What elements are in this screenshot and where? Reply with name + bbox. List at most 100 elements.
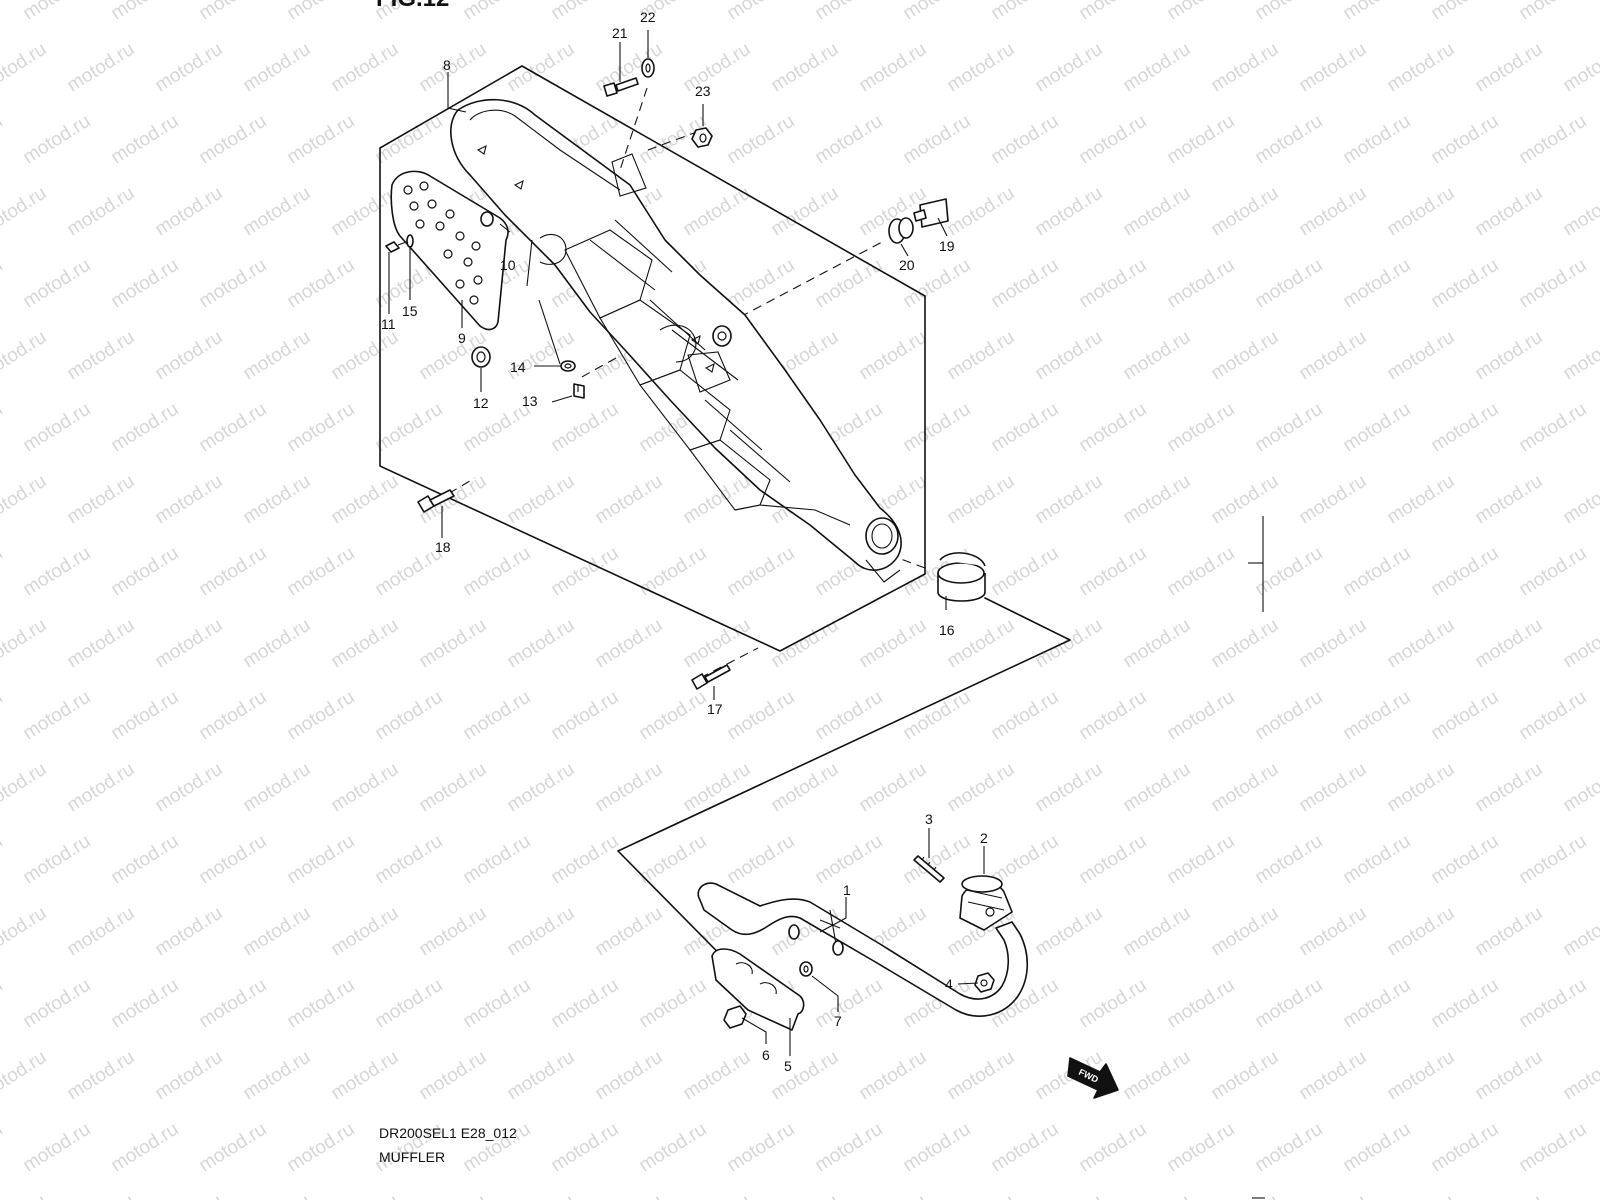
watermark-text: motod.ru xyxy=(1252,111,1327,169)
callout-9: 9 xyxy=(458,330,466,346)
watermark-text: motod.ru xyxy=(196,255,271,313)
watermark-text: motod.ru xyxy=(328,903,403,961)
watermark-text: motod.ru xyxy=(1384,615,1459,673)
watermark-text: motod.ru xyxy=(1384,1191,1459,1200)
watermark-text: motod.ru xyxy=(724,1119,799,1177)
watermark-text: motod.ru xyxy=(812,687,887,745)
watermark-text: motod.ru xyxy=(1208,1047,1283,1105)
watermark-text: motod.ru xyxy=(1472,327,1547,385)
watermark-text: motod.ru xyxy=(1076,399,1151,457)
bolt-17 xyxy=(691,664,731,690)
watermark-text: motod.ru xyxy=(856,759,931,817)
watermark-text: motod.ru xyxy=(240,327,315,385)
watermark-text: motod.ru xyxy=(64,1191,139,1200)
watermark-text: motod.ru xyxy=(548,0,623,24)
watermark-text: motod.ru xyxy=(284,543,359,601)
watermark-text: motod.ru xyxy=(900,0,975,24)
watermark-text: motod.ru xyxy=(240,39,315,97)
watermark-text: motod.ru xyxy=(988,687,1063,745)
watermark-text: motod.ru xyxy=(724,687,799,745)
callout-7: 7 xyxy=(834,1013,842,1029)
watermark-text: motod.ru xyxy=(1032,183,1107,241)
watermark-text: motod.ru xyxy=(988,543,1063,601)
watermark-text: motod.ru xyxy=(1472,759,1547,817)
grommet-12 xyxy=(471,346,491,368)
watermark-text: motod.ru xyxy=(1076,1119,1151,1177)
watermark-text: motod.ru xyxy=(0,327,50,385)
watermark-text: motod.ru xyxy=(1384,183,1459,241)
watermark-text: motod.ru xyxy=(416,1191,491,1200)
watermark-text: motod.ru xyxy=(768,183,843,241)
watermark-text: motod.ru xyxy=(1032,39,1107,97)
watermark-text: motod.ru xyxy=(1296,1191,1371,1200)
watermark-text: motod.ru xyxy=(1252,255,1327,313)
callout-leaders xyxy=(388,30,985,1056)
watermark-text: motod.ru xyxy=(284,399,359,457)
watermark-text: motod.ru xyxy=(372,831,447,889)
watermark-text: motod.ru xyxy=(1472,39,1547,97)
bolt-18 xyxy=(417,489,455,513)
watermark-text: motod.ru xyxy=(1032,759,1107,817)
callout-4: 4 xyxy=(945,976,953,992)
watermark-text: motod.ru xyxy=(1428,687,1503,745)
watermark-text: motod.ru xyxy=(0,39,50,97)
watermark-text: motod.ru xyxy=(1384,759,1459,817)
grommet-20 xyxy=(888,217,914,244)
watermark-text: motod.ru xyxy=(724,0,799,24)
watermark-text: motod.ru xyxy=(1560,759,1600,817)
watermark-text: motod.ru xyxy=(1472,471,1547,529)
bolt-6 xyxy=(723,1005,747,1029)
watermark-text: motod.ru xyxy=(416,39,491,97)
watermark-text: motod.ru xyxy=(1120,759,1195,817)
watermark-text: motod.ru xyxy=(196,687,271,745)
watermark-text: motod.ru xyxy=(1428,831,1503,889)
watermark-text: motod.ru xyxy=(548,399,623,457)
watermark-text: motod.ru xyxy=(196,111,271,169)
watermark-text: motod.ru xyxy=(900,687,975,745)
watermark-text: motod.ru xyxy=(1560,1191,1600,1200)
watermark-text: motod.ru xyxy=(680,39,755,97)
watermark-text: motod.ru xyxy=(900,399,975,457)
watermark-text: motod.ru xyxy=(592,615,667,673)
watermark-text: motod.ru xyxy=(1076,0,1151,24)
watermark-text: motod.ru xyxy=(1560,615,1600,673)
stud-3 xyxy=(913,855,945,883)
watermark-text: motod.ru xyxy=(1516,399,1591,457)
watermark-text: motod.ru xyxy=(1296,39,1371,97)
watermark-text: motod.ru xyxy=(1472,1191,1547,1200)
watermark-text: motod.ru xyxy=(812,1119,887,1177)
section-name-caption: MUFFLER xyxy=(379,1149,445,1165)
watermark-text: motod.ru xyxy=(944,39,1019,97)
watermark-text: motod.ru xyxy=(152,1047,227,1105)
watermark-text: motod.ru xyxy=(152,615,227,673)
watermark-text: motod.ru xyxy=(1032,615,1107,673)
watermark-text: motod.ru xyxy=(64,327,139,385)
watermark-text: motod.ru xyxy=(504,615,579,673)
watermark-text: motod.ru xyxy=(1516,543,1591,601)
watermark-text: motod.ru xyxy=(504,327,579,385)
watermark-text: motod.ru xyxy=(856,615,931,673)
watermark-text: motod.ru xyxy=(1340,543,1415,601)
watermark-text: motod.ru xyxy=(416,903,491,961)
watermark-text: motod.ru xyxy=(944,183,1019,241)
watermark-text: motod.ru xyxy=(372,975,447,1033)
watermark-text: motod.ru xyxy=(504,903,579,961)
watermark-text: motod.ru xyxy=(64,1047,139,1105)
watermark-text: motod.ru xyxy=(416,615,491,673)
watermark-text: motod.ru xyxy=(504,471,579,529)
watermark-text: motod.ru xyxy=(1428,543,1503,601)
watermark-text: motod.ru xyxy=(1252,975,1327,1033)
watermark-text: motod.ru xyxy=(108,1119,183,1177)
callout-3: 3 xyxy=(925,811,933,827)
watermark-text: motod.ru xyxy=(988,0,1063,24)
watermark-text: motod.ru xyxy=(1560,327,1600,385)
watermark-text: motod.ru xyxy=(0,1047,50,1105)
watermark-text: motod.ru xyxy=(1120,471,1195,529)
watermark-text: motod.ru xyxy=(1208,183,1283,241)
watermark-text: motod.ru xyxy=(944,471,1019,529)
watermark-text: motod.ru xyxy=(1208,759,1283,817)
watermark-text: motod.ru xyxy=(20,975,95,1033)
watermark-text: motod.ru xyxy=(988,1119,1063,1177)
